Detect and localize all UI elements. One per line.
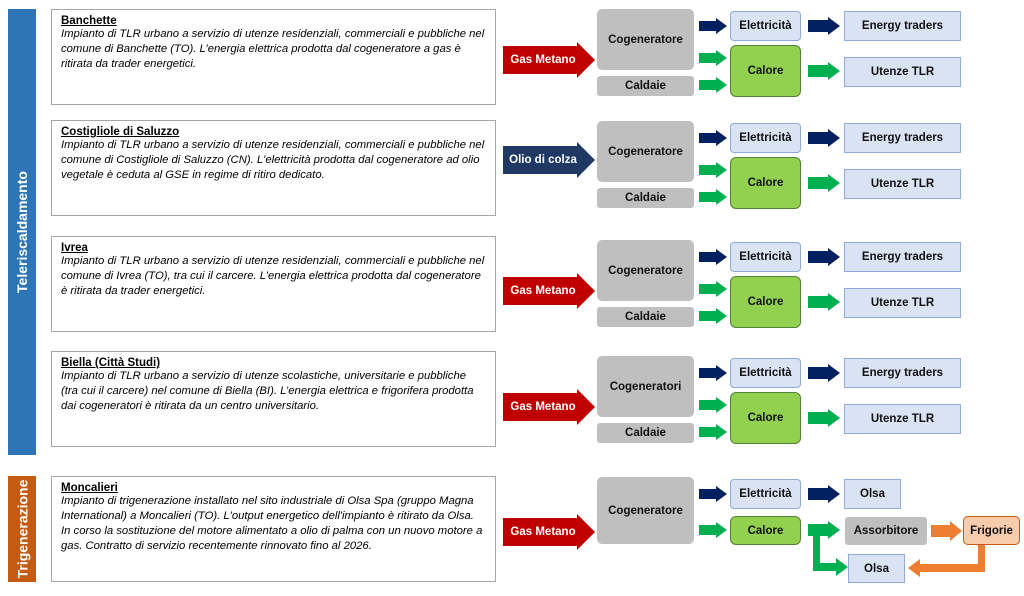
plant-description-banchette: Banchette Impianto di TLR urbano a servi… xyxy=(51,9,496,105)
trigenerazione-bar: Trigenerazione xyxy=(8,476,36,582)
plant-title: Costigliole di Saluzzo xyxy=(61,126,180,138)
fuel-arrow: Gas Metano xyxy=(503,273,595,309)
elec-arrow xyxy=(699,130,727,146)
plant-text: Impianto di TLR urbano a servizio di ute… xyxy=(61,139,485,181)
heat-arrow xyxy=(699,162,727,178)
heat-box: Calore xyxy=(730,392,801,444)
cogenerator-box: Cogeneratore xyxy=(597,240,694,301)
electricity-user-box: Energy traders xyxy=(844,123,961,153)
cogenerator-box: Cogeneratori xyxy=(597,356,694,417)
elec-arrow xyxy=(808,364,840,382)
plant-title: Moncalieri xyxy=(61,482,118,494)
electricity-box: Elettricità xyxy=(730,11,801,41)
heat-arrow xyxy=(808,174,840,192)
plant-title: Ivrea xyxy=(61,242,88,254)
heat-arrow xyxy=(808,293,840,311)
plant-title: Biella (Città Studi) xyxy=(61,357,161,369)
electricity-box: Elettricità xyxy=(730,358,801,388)
fuel-arrow: Gas Metano xyxy=(503,389,595,425)
plant-description-ivrea: Ivrea Impianto di TLR urbano a servizio … xyxy=(51,236,496,332)
fuel-label: Gas Metano xyxy=(510,285,576,297)
plant-description-moncalieri: Moncalieri Impianto di trigenerazione in… xyxy=(51,476,496,582)
elec-arrow xyxy=(699,249,727,265)
teleriscaldamento-bar: Teleriscaldamento xyxy=(8,9,36,455)
heat-user-box: Utenze TLR xyxy=(844,169,961,199)
heat-arrow xyxy=(808,409,840,427)
boiler-box: Caldaie xyxy=(597,423,694,443)
elec-arrow xyxy=(808,248,840,266)
fuel-label: Gas Metano xyxy=(510,401,576,413)
flow-row-biella: Gas Metano Cogeneratori Caldaie Elettric… xyxy=(0,347,1024,457)
fuel-label: Gas Metano xyxy=(510,54,576,66)
cold-arrow xyxy=(931,521,962,541)
boiler-box: Caldaie xyxy=(597,307,694,327)
plant-description-costigliole: Costigliole di Saluzzo Impianto di TLR u… xyxy=(51,120,496,216)
elec-arrow xyxy=(699,486,727,502)
elec-arrow xyxy=(808,129,840,147)
heat-arrow xyxy=(699,522,727,538)
electricity-user-box: Energy traders xyxy=(844,242,961,272)
elec-arrow xyxy=(808,17,840,35)
heat-box: Calore xyxy=(730,516,801,545)
boiler-box: Caldaie xyxy=(597,76,694,96)
boiler-box: Caldaie xyxy=(597,188,694,208)
electricity-user-box: Energy traders xyxy=(844,358,961,388)
absorber-box: Assorbitore xyxy=(845,517,927,545)
heat-arrow xyxy=(699,308,727,324)
elec-arrow xyxy=(699,18,727,34)
heat-arrow xyxy=(699,77,727,93)
electricity-box: Elettricità xyxy=(730,123,801,153)
fuel-arrow: Gas Metano xyxy=(503,514,595,550)
flow-row-costigliole: Olio di colza Cogeneratore Caldaie Elett… xyxy=(0,112,1024,222)
cogenerator-box: Cogeneratore xyxy=(597,9,694,70)
heat-arrow xyxy=(699,424,727,440)
cold-arrow xyxy=(908,545,985,577)
elec-arrow xyxy=(808,485,840,503)
heat-arrow xyxy=(808,62,840,80)
fuel-label: Gas Metano xyxy=(510,526,576,538)
fuel-label: Olio di colza xyxy=(509,154,577,166)
cogenerator-box: Cogeneratore xyxy=(597,121,694,182)
electricity-box: Elettricità xyxy=(730,242,801,272)
flow-row-ivrea: Gas Metano Cogeneratore Caldaie Elettric… xyxy=(0,231,1024,341)
electricity-box: Elettricità xyxy=(730,479,801,509)
electricity-user-box: Energy traders xyxy=(844,11,961,41)
cooling-box: Frigorie xyxy=(963,516,1020,545)
heat-arrow xyxy=(699,397,727,413)
heat-arrow xyxy=(699,189,727,205)
heat-user-box: Utenze TLR xyxy=(844,404,961,434)
electricity-user-box: Olsa xyxy=(844,479,901,509)
heat-box: Calore xyxy=(730,157,801,209)
plant-text: Impianto di TLR urbano a servizio di ute… xyxy=(61,255,485,297)
heat-box: Calore xyxy=(730,276,801,328)
cogenerator-box: Cogeneratore xyxy=(597,477,694,544)
plant-text: Impianto di TLR urbano a servizio di ute… xyxy=(61,370,474,412)
plant-title: Banchette xyxy=(61,15,117,27)
elec-arrow xyxy=(699,365,727,381)
heat-user-box: Utenze TLR xyxy=(844,288,961,318)
heat-user-box: Olsa xyxy=(848,554,905,583)
heat-arrow xyxy=(699,281,727,297)
plant-text: Impianto di TLR urbano a servizio di ute… xyxy=(61,28,485,70)
plant-description-biella: Biella (Città Studi) Impianto di TLR urb… xyxy=(51,351,496,447)
flow-row-banchette: Gas Metano Cogeneratore Caldaie Elettric… xyxy=(0,0,1024,110)
heat-box: Calore xyxy=(730,45,801,97)
heat-arrow xyxy=(813,530,848,576)
heat-arrow xyxy=(699,50,727,66)
heat-user-box: Utenze TLR xyxy=(844,57,961,87)
fuel-arrow: Gas Metano xyxy=(503,42,595,78)
fuel-arrow: Olio di colza xyxy=(503,142,595,178)
plant-text: Impianto di trigenerazione installato ne… xyxy=(61,495,483,552)
